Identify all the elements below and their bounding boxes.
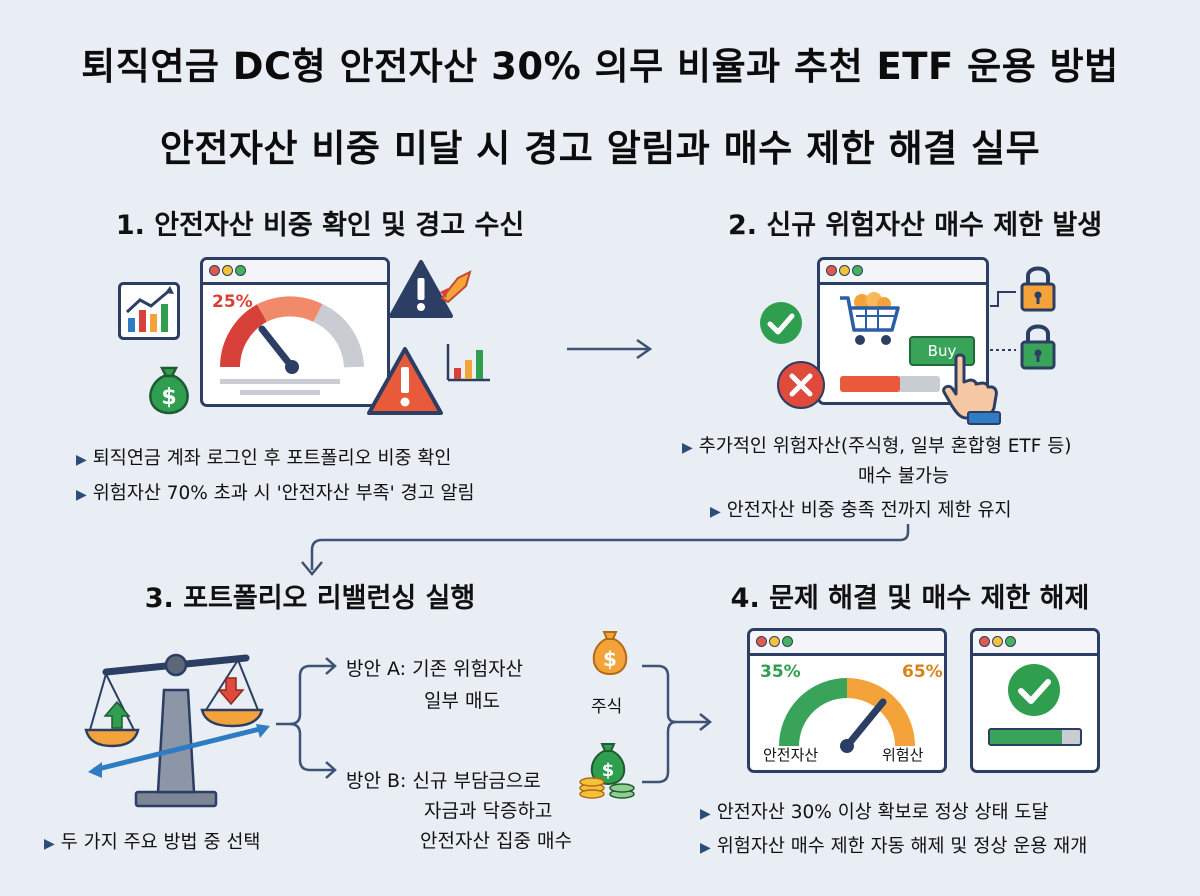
step4-bullet: ▶위험자산 매수 제한 자동 해제 및 정상 운용 재개 [700,836,1088,857]
svg-text:$: $ [603,647,617,671]
money-bag-icon: $ [579,743,635,799]
arrow-down-icon [217,677,245,706]
lock-icon [1020,266,1056,312]
page-subtitle: 안전자산 비중 미달 시 경고 알림과 매수 제한 해결 실무 [159,127,1041,170]
merge-arrows [642,664,713,784]
svg-text:$: $ [161,385,176,410]
stock-label: 주식 [591,697,623,717]
option-a-label-cont: 일부 매도 [424,690,500,712]
money-bag-icon: $ [149,366,189,415]
svg-text:$: $ [602,760,615,781]
bar-chart-icon [446,344,490,382]
option-b-label: 방안 B: 신규 부담금으로 [346,770,541,792]
money-bag-icon: $ [592,631,628,676]
warning-icon [389,260,453,318]
buy-button[interactable]: Buy [909,336,975,366]
progress-bar [840,376,940,392]
step2-bullet: ▶추가적인 위험자산(주식형, 일부 혼합형 ETF 등) [682,436,1072,457]
step1-title: 1. 안전자산 비중 확인 및 경고 수신 [115,210,525,241]
gauge-chart [779,678,915,753]
flow-arrow [301,524,910,576]
option-a-label: 방안 A: 기존 위험자산 [346,658,524,680]
gauge-chart [220,296,364,395]
check-icon [760,302,802,344]
risk-percent: 65% [902,662,943,682]
step2-bullet: ▶안전자산 비중 충족 전까지 제한 유지 [710,500,1012,521]
safe-percent: 35% [760,662,801,682]
step4-bullet: ▶안전자산 30% 이상 확보로 정상 상태 도달 [700,802,1049,823]
flow-arrow [567,338,653,360]
connector-line [990,291,1016,351]
step2-bullet-cont: 매수 불가능 [858,466,949,487]
progress-bar [988,728,1082,746]
shopping-cart-icon [840,292,900,345]
page-title: 퇴직연금 DC형 안전자산 30% 의무 비율과 추천 ETF 운용 방법 [81,45,1119,88]
arrow-up-icon [103,700,131,729]
x-icon [777,361,825,409]
branch-arrows [276,657,337,779]
step2-title: 2. 신규 위험자산 매수 제한 발생 [727,210,1103,241]
check-icon [1008,664,1060,716]
lock-icon [1020,324,1056,370]
bar-chart-icon [118,282,180,340]
safe-asset-label: 안전자산 [763,746,819,764]
step1-bullet: ▶위험자산 70% 초과 시 '안전자산 부족' 경고 알림 [76,483,475,504]
warning-icon [367,347,443,415]
step4-title: 4. 문제 해결 및 매수 제한 해제 [730,583,1090,614]
step1-bullet: ▶퇴직연금 계좌 로그인 후 포트폴리오 비중 확인 [76,448,452,469]
option-b-label-cont: 안전자산 집중 매수 [420,830,572,852]
gauge-percent: 25% [212,292,253,312]
pointing-hand-icon [942,353,1001,425]
step3-bullet: ▶두 가지 주요 방법 중 선택 [44,832,261,853]
risk-asset-label: 위험산 [882,746,924,764]
balance-scale-icon [84,653,270,808]
option-b-label-cont: 자금과 닥증하고 [424,800,553,822]
rocket-icon [440,270,472,304]
step3-title: 3. 포트폴리오 리밸런싱 실행 [144,583,476,614]
